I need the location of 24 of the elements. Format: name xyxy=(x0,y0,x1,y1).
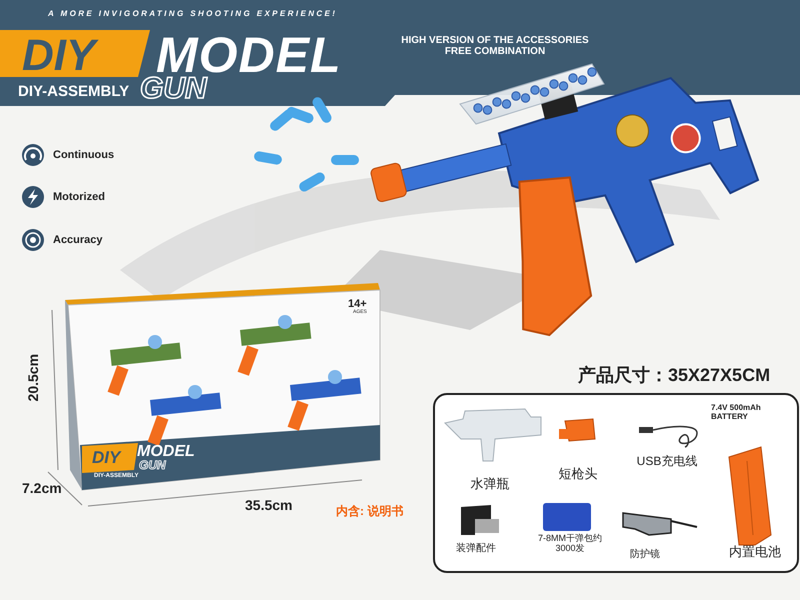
item-label: USB充电线 xyxy=(636,455,698,469)
feature-label: Continuous xyxy=(53,149,114,162)
feature-label: Accuracy xyxy=(53,234,103,246)
product-size: 产品尺寸：35X27X5CM xyxy=(578,366,770,386)
feature-label: Motorized xyxy=(53,191,105,204)
package-title: GUN xyxy=(139,459,166,472)
subtitle: DIY-ASSEMBLY xyxy=(18,84,130,100)
package-title: MODEL xyxy=(137,443,195,460)
dimension-label: 7.2cm xyxy=(22,481,62,496)
item-label: 短枪头 xyxy=(558,467,598,482)
age-label: 14+ xyxy=(348,298,367,310)
contents-note: 内含: 说明书 xyxy=(336,505,404,518)
dimension-label: 35.5cm xyxy=(245,498,292,514)
item-label: 内置电池 xyxy=(728,545,782,560)
item-label: 防护镜 xyxy=(629,549,661,560)
battery-spec: 7.4V 500mAh BATTERY xyxy=(711,403,762,422)
slogan: A MORE INVIGORATING SHOOTING EXPERIENCE! xyxy=(48,10,338,19)
item-label: 装弹配件 xyxy=(455,543,497,554)
item-label: 7-8MM干弹包约3000发 xyxy=(536,533,603,554)
tagline: HIGH VERSION OF THE ACCESSORIES FREE COMBINATION xyxy=(400,35,590,57)
accessories-panel xyxy=(433,393,799,573)
dimension-label: 20.5cm xyxy=(26,354,42,402)
item-label: 水弹瓶 xyxy=(470,477,510,492)
package-title: DIY xyxy=(92,449,120,468)
